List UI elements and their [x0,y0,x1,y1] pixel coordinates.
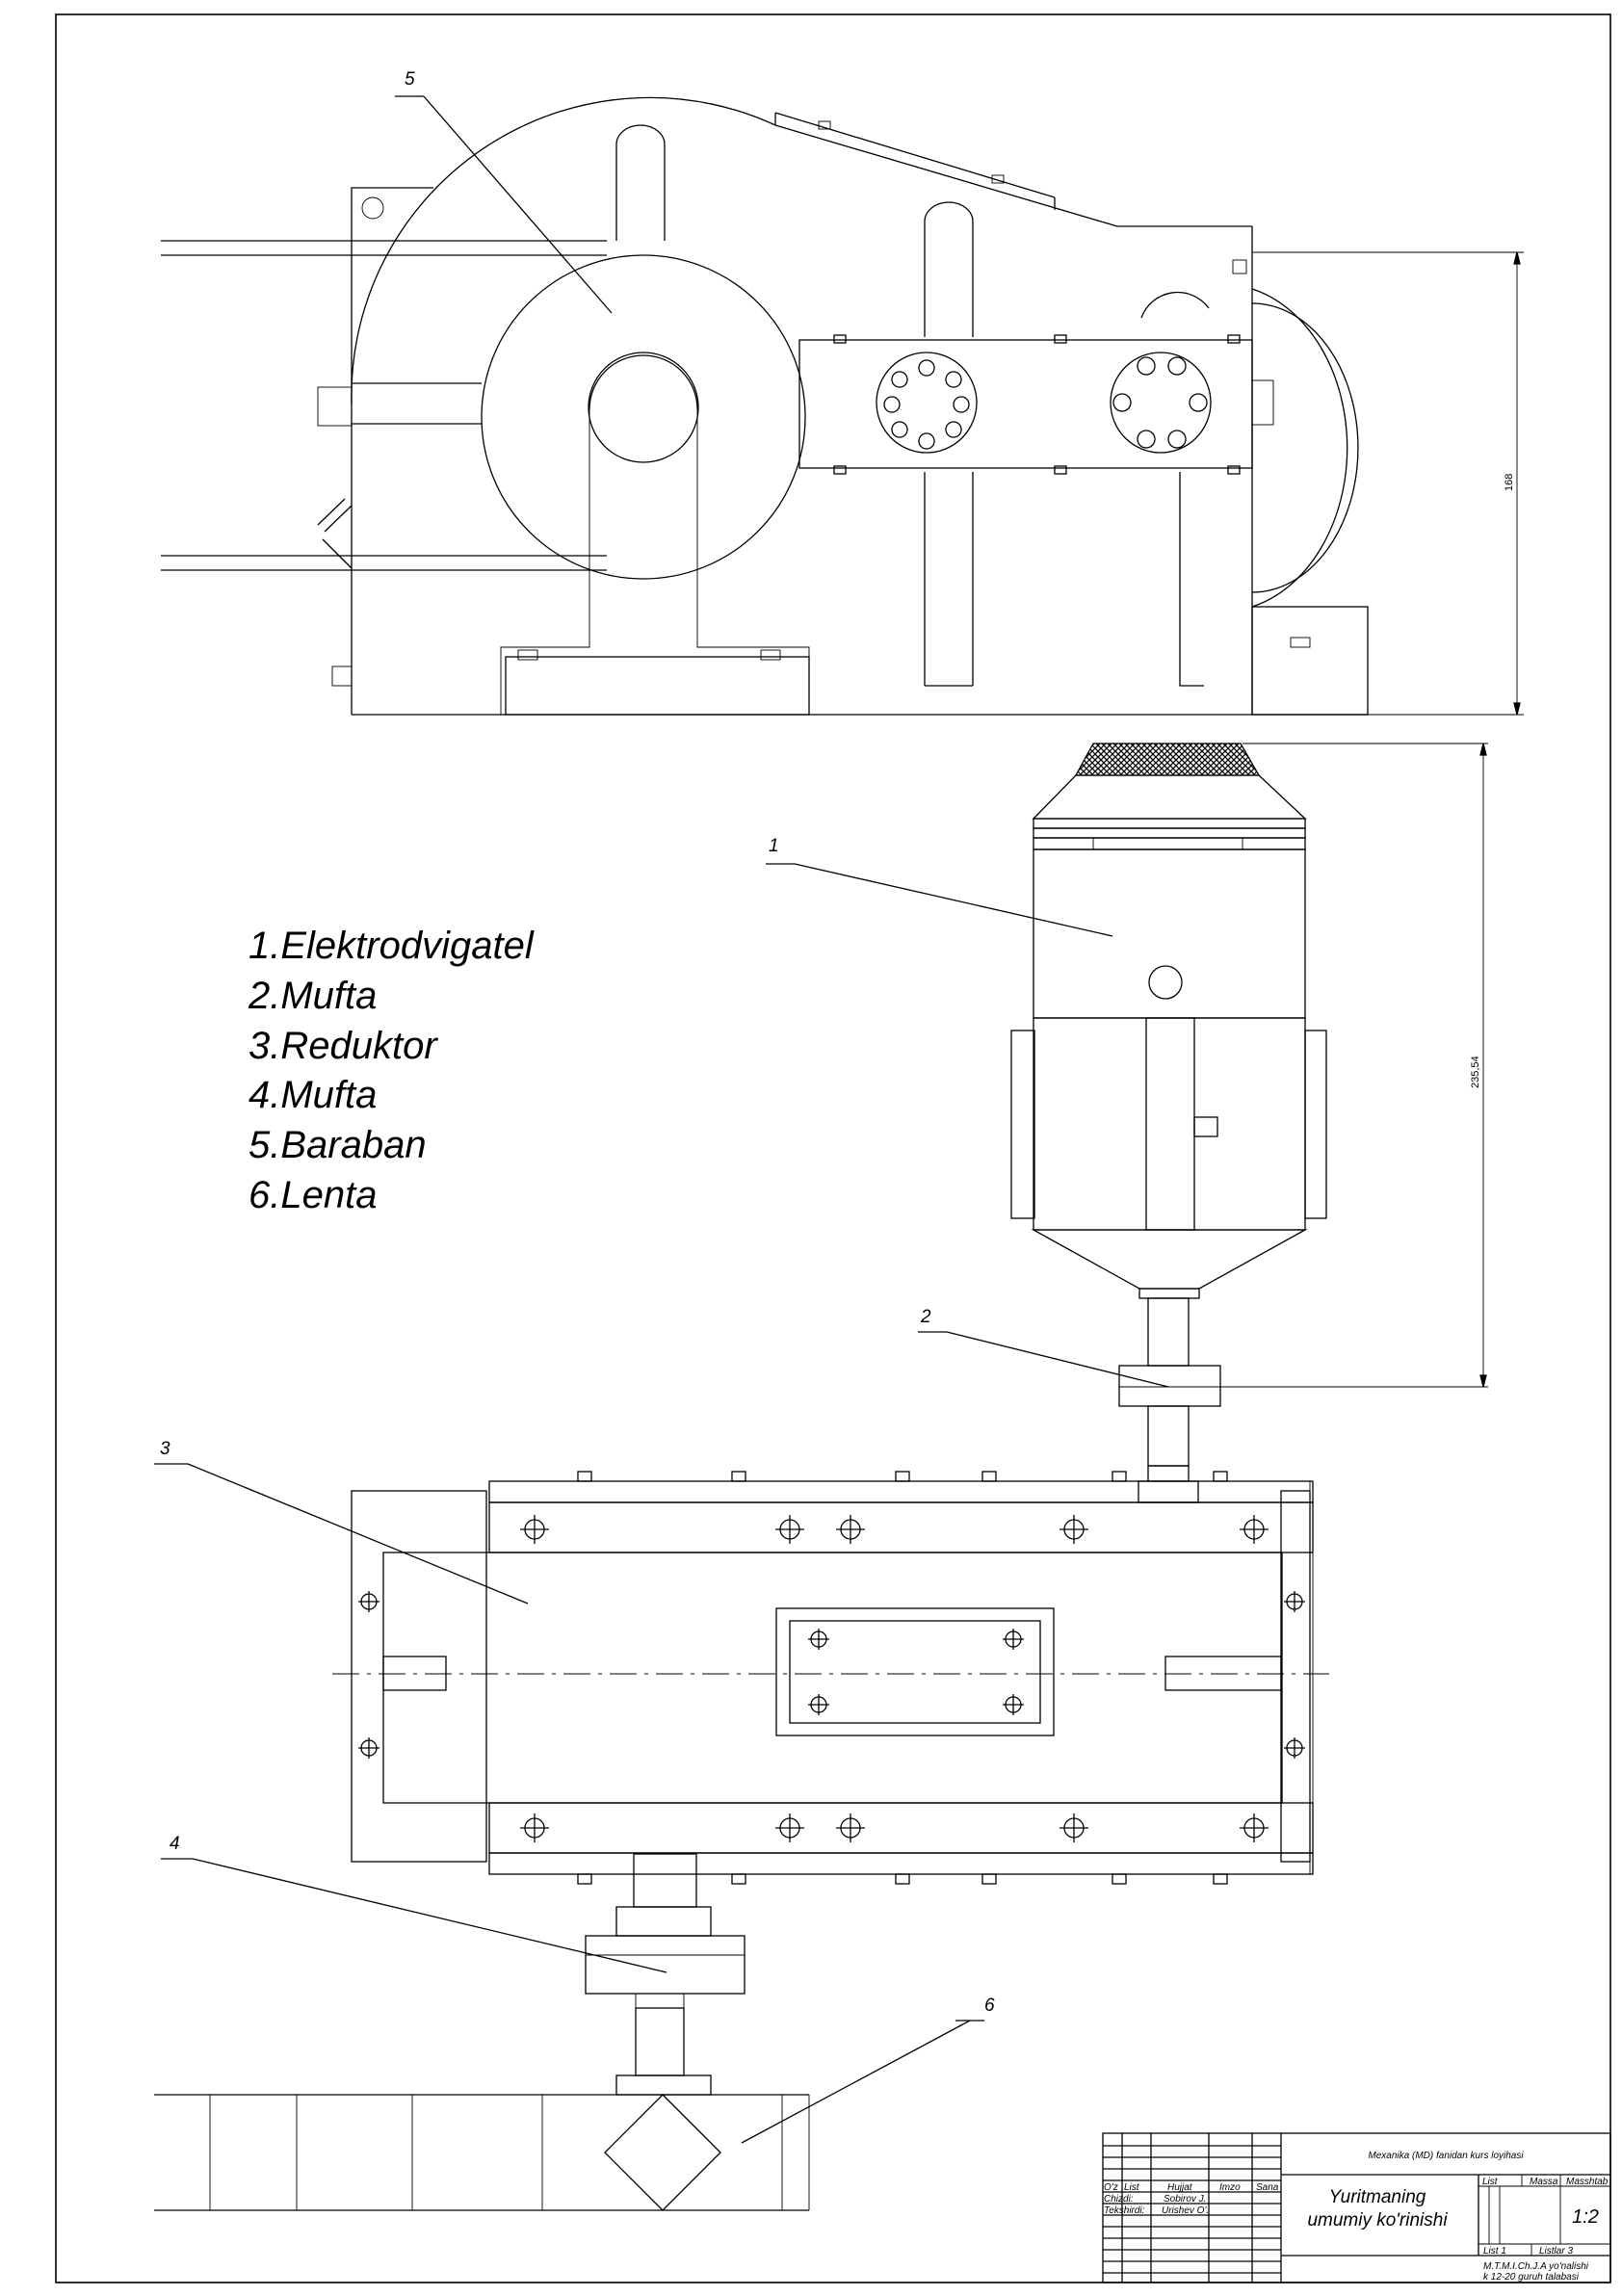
tb-hdr-massa: Massa [1530,2177,1558,2187]
sheet-frame [55,13,1611,2283]
dimension-motor: 235,54 [1218,743,1488,1388]
tb-scale: 1:2 [1572,2206,1599,2228]
legend-item-4: 4.Mufta [249,1074,377,1116]
tb-col-imzo: Imzo [1219,2182,1241,2193]
title-block: Mexanika (MD) fanidan kurs loyihasi O'z … [1102,2132,1611,2283]
bearing-cover-right [1110,352,1212,454]
coupling-4 [585,1853,746,2096]
tb-title-line2: umumiy ko'rinishi [1307,2210,1448,2231]
dimension-height: 168 [1252,251,1524,716]
callout-2: 2 [920,1307,931,1327]
tb-listlar: Listlar 3 [1539,2246,1573,2257]
tb-list-no: List 1 [1483,2246,1506,2257]
dimension-label-235: 235,54 [1470,1056,1481,1088]
tb-org-line2: k 12-20 guruh talabasi [1483,2272,1580,2283]
bearing-cover-left [876,352,978,454]
tb-name-tekshirdi: Urishev O'. [1162,2205,1209,2216]
tb-name-chizdi: Sobirov J. [1164,2194,1206,2205]
electric-motor [1010,743,1327,1367]
tb-col-list: List [1124,2182,1140,2193]
callout-1: 1 [769,836,779,856]
tb-title-line1: Yuritmaning [1329,2187,1426,2207]
parts-legend: 1.Elektrodvigatel 2.Mufta 3.Reduktor 4.M… [248,925,535,1216]
tb-row-tekshirdi: Tekshirdi: [1104,2205,1145,2216]
callout-4: 4 [170,1834,180,1854]
legend-item-5: 5.Baraban [249,1124,427,1166]
callout-3: 3 [160,1439,170,1459]
tb-org-line1: M.T.M.I.Ch.J.A yo'nalishi [1483,2261,1589,2272]
tb-col-oz: O'z [1104,2182,1118,2193]
legend-item-6: 6.Lenta [249,1174,377,1216]
legend-item-3: 3.Reduktor [249,1025,438,1067]
tb-col-hujjat: Hujjat [1167,2182,1193,2193]
legend-item-2: 2.Mufta [248,975,377,1017]
tb-course: Mexanika (MD) fanidan kurs loyihasi [1368,2151,1524,2161]
drum-and-housing-view [161,96,1369,716]
callout-5: 5 [405,69,415,90]
coupling-2 [1118,1365,1221,1503]
callout-6: 6 [984,1996,995,2016]
conveyor-belt [154,2094,810,2211]
tb-col-sana: Sana [1256,2182,1279,2193]
gear-reducer [332,1471,1329,1885]
tb-hdr-list: List [1482,2177,1499,2187]
dimension-label-168: 168 [1504,474,1515,491]
legend-item-1: 1.Elektrodvigatel [249,925,535,967]
tb-hdr-masshtab: Masshtab [1566,2177,1609,2187]
tb-row-chizdi: Chizdi: [1104,2194,1134,2205]
